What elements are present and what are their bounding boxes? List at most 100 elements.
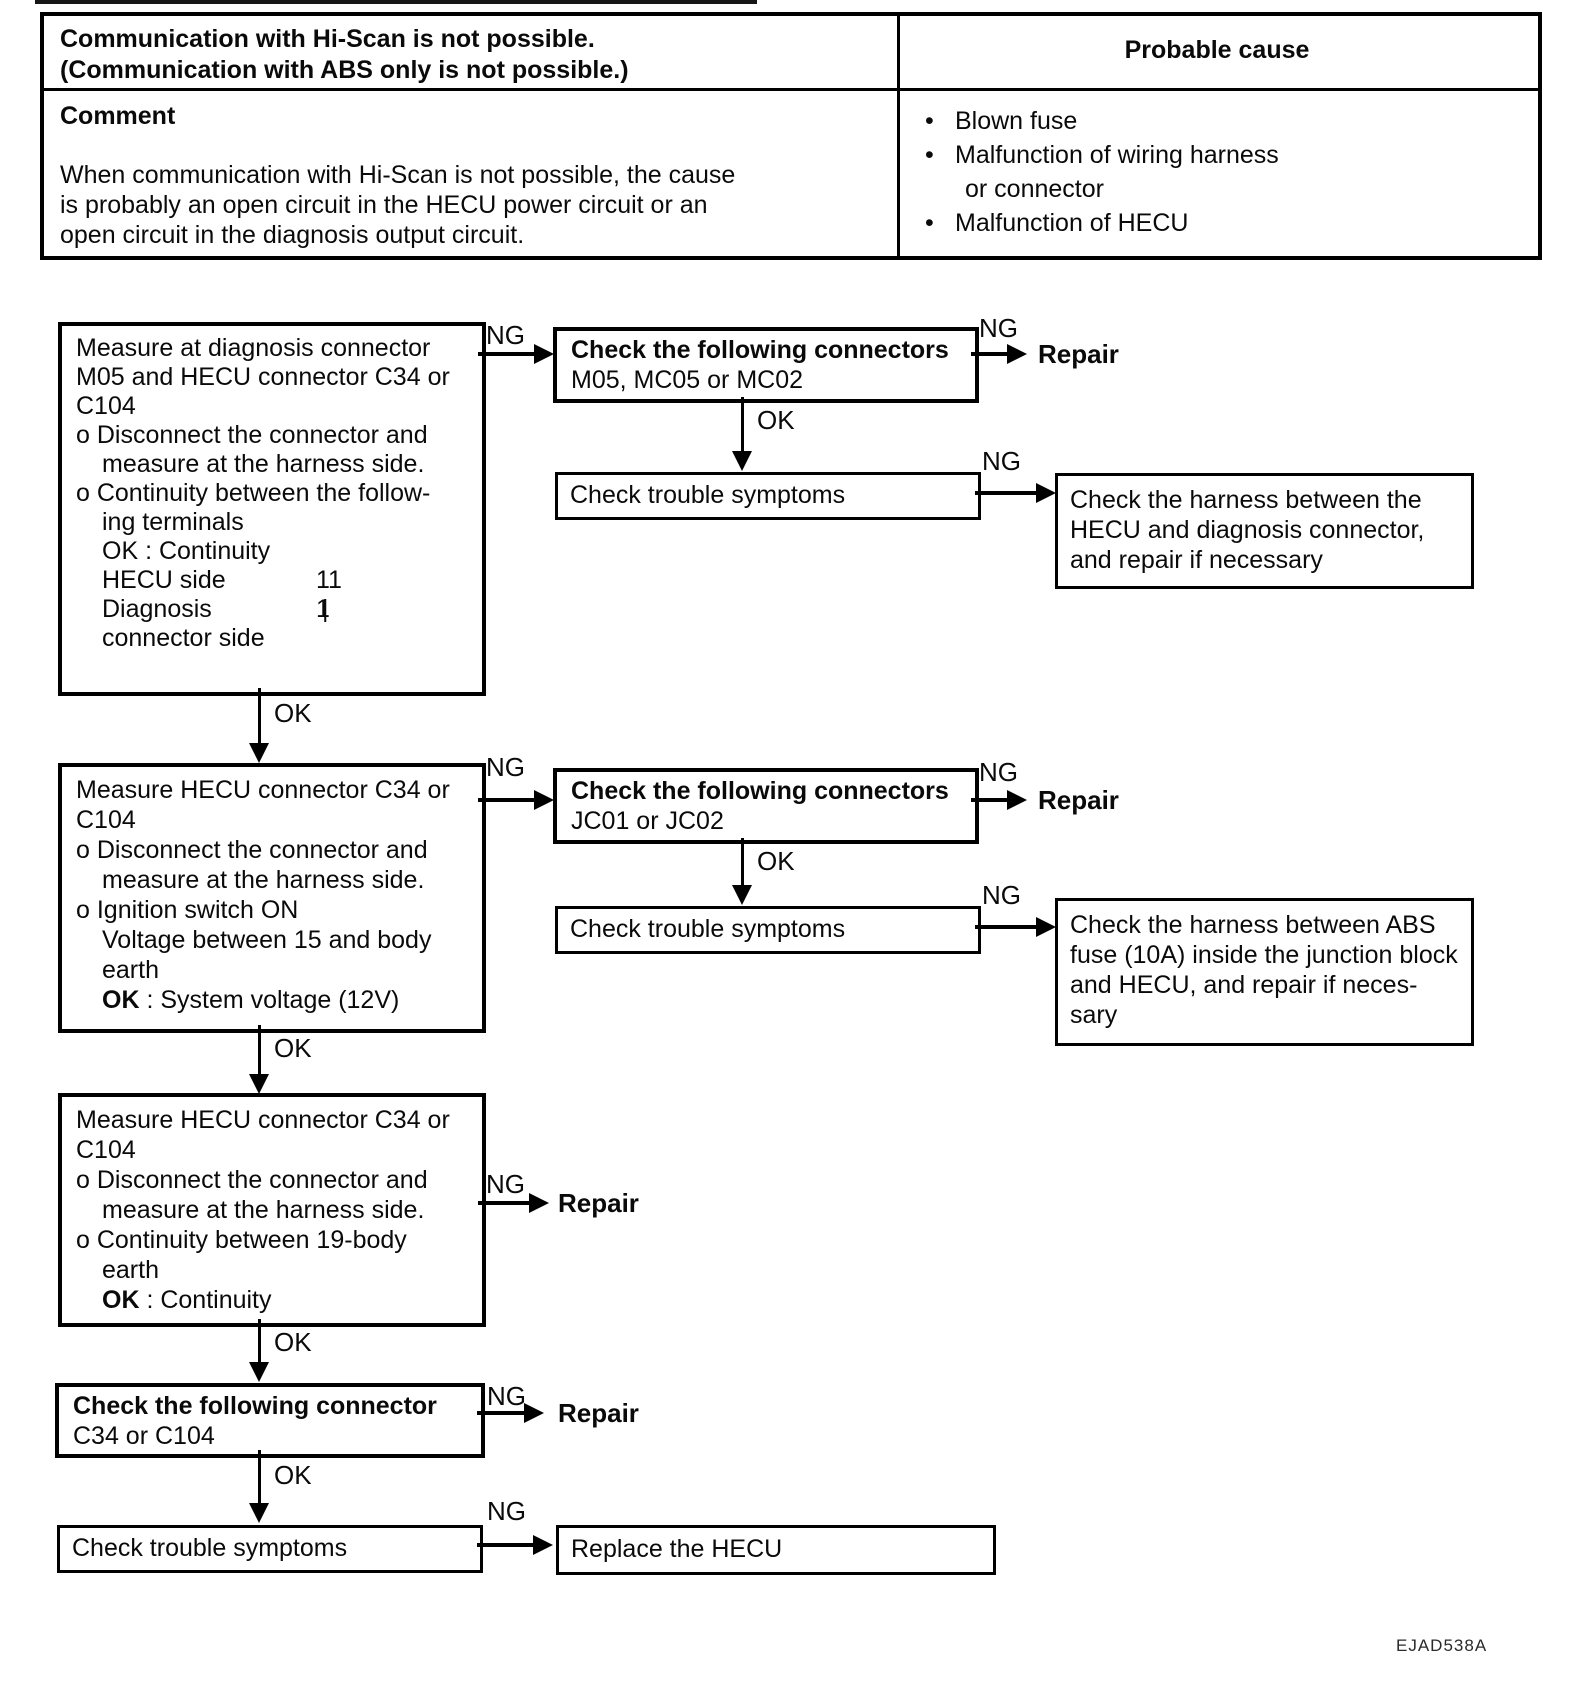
probable-cause-header: Probable cause <box>1124 35 1310 64</box>
repair-label: Repair <box>1038 339 1119 369</box>
flow-box-check-trouble-symptoms-1: Check trouble symptoms <box>555 472 981 520</box>
cause-item: Blown fuse <box>925 104 1279 138</box>
ng-label: NG <box>982 446 1021 476</box>
arrow-e-to-f <box>478 790 554 810</box>
flow-line: OK : Continuity <box>102 537 271 565</box>
repair-label: Repair <box>558 1188 639 1218</box>
flow-line: Voltage between 15 and body <box>102 926 432 954</box>
flow-line: C104 <box>76 806 136 834</box>
flow-line: M05 and HECU connector C34 or <box>76 363 450 391</box>
flow-line: and HECU, and repair if neces- <box>1070 971 1418 999</box>
flow-box-title: Check the following connectors <box>571 777 949 805</box>
terminal-label: Diagnosis <box>102 595 212 623</box>
comment-paragraph: When communication with Hi-Scan is not p… <box>60 160 860 250</box>
ok-result-text: : System voltage (12V) <box>139 986 400 1014</box>
problem-title-line1: Communication with Hi-Scan is not possib… <box>60 25 595 53</box>
flow-box-text: Check trouble symptoms <box>570 481 846 509</box>
arrow-a-to-e <box>249 688 269 763</box>
flow-line: HECU and diagnosis connector, <box>1070 516 1425 544</box>
ng-label: NG <box>487 1381 526 1411</box>
flow-line: o Disconnect the connector and <box>76 836 428 864</box>
summary-table <box>40 12 1542 260</box>
arrow-a-to-b <box>478 344 554 364</box>
flow-line: C104 <box>76 392 136 420</box>
flow-line: o Disconnect the connector and <box>76 1166 428 1194</box>
flow-line: Measure HECU connector C34 or <box>76 1106 450 1134</box>
ok-label: OK <box>757 405 795 435</box>
flow-line: Check the harness between the <box>1070 486 1422 514</box>
terminal-number-hecu: 11 <box>316 566 342 594</box>
comment-line: is probably an open circuit in the HECU … <box>60 191 708 219</box>
arrow-i-to-repair <box>478 1193 549 1213</box>
flow-box-text: Check trouble symptoms <box>72 1534 348 1562</box>
ok-label: OK <box>274 698 312 728</box>
flow-line: o Continuity between 19-body <box>76 1226 407 1254</box>
flow-line: measure at the harness side. <box>102 1196 425 1224</box>
ok-result-label: OK <box>102 986 140 1014</box>
flow-box-title: Check the following connector <box>73 1392 437 1420</box>
flow-box-title: Check the following connectors <box>571 336 949 364</box>
flow-line-ok-result: OK : Continuity <box>76 1285 470 1315</box>
ng-label: NG <box>486 752 525 782</box>
flow-line-terminal-diagnosis: Diagnosis 1 <box>76 595 470 624</box>
terminal-number-diagnosis: 1 <box>316 595 330 623</box>
flow-line-ok-result: OK : System voltage (12V) <box>76 985 470 1015</box>
flow-box-measure-hecu-voltage: Measure HECU connector C34 or C104 o Dis… <box>58 763 486 1033</box>
flow-line: o Continuity between the follow- <box>76 479 431 507</box>
flow-box-subtitle: M05, MC05 or MC02 <box>571 366 804 394</box>
flow-box-measure-hecu-continuity: Measure HECU connector C34 or C104 o Dis… <box>58 1093 486 1327</box>
ok-label: OK <box>274 1327 312 1357</box>
flow-box-check-harness-abs-fuse: Check the harness between ABS fuse (10A)… <box>1055 898 1474 1046</box>
ng-label: NG <box>979 313 1018 343</box>
arrow-f-to-g <box>732 838 752 905</box>
arrow-k-to-l <box>477 1535 553 1555</box>
ok-result-text: : Continuity <box>139 1286 272 1314</box>
flow-box-subtitle: C34 or C104 <box>73 1422 215 1450</box>
flow-box-check-connectors-jc01: Check the following connectors JC01 or J… <box>553 768 979 844</box>
flow-line: Measure HECU connector C34 or <box>76 776 450 804</box>
ok-label: OK <box>274 1033 312 1063</box>
flow-line: and repair if necessary <box>1070 546 1323 574</box>
flow-line: connector side <box>102 624 265 652</box>
arrow-e-to-i <box>249 1025 269 1094</box>
scan-artifact-line <box>35 0 757 4</box>
repair-label: Repair <box>1038 785 1119 815</box>
comment-title: Comment <box>60 102 176 130</box>
cause-item: Malfunction of wiring harness <box>925 138 1279 172</box>
arrow-c-to-d <box>975 483 1056 503</box>
arrow-b-to-repair <box>971 344 1027 364</box>
flow-line: Check the harness between ABS <box>1070 911 1436 939</box>
flow-line-terminal-hecu: HECU side 11 <box>76 566 470 595</box>
ng-label: NG <box>486 320 525 350</box>
flow-line: ing terminals <box>102 508 244 536</box>
flow-box-measure-diagnosis-connector: Measure at diagnosis connector M05 and H… <box>58 322 486 696</box>
flow-line: earth <box>102 1256 159 1284</box>
ng-label: NG <box>486 1169 525 1199</box>
flow-box-text: Replace the HECU <box>571 1535 783 1563</box>
ok-result-label: OK <box>102 1286 140 1314</box>
comment-line: open circuit in the diagnosis output cir… <box>60 221 525 249</box>
comment-line: When communication with Hi-Scan is not p… <box>60 161 736 189</box>
flow-box-check-connectors-m05: Check the following connectors M05, MC05… <box>553 327 979 403</box>
problem-title: Communication with Hi-Scan is not possib… <box>60 24 860 86</box>
arrow-j-to-repair <box>477 1403 544 1423</box>
table-header-separator <box>44 88 1538 91</box>
flow-line: measure at the harness side. <box>102 450 425 478</box>
flow-box-check-trouble-symptoms-2: Check trouble symptoms <box>555 906 981 954</box>
probable-cause-list: Blown fuse Malfunction of wiring harness… <box>925 104 1279 240</box>
table-column-divider <box>897 12 900 260</box>
figure-code: EJAD538A <box>1396 1636 1488 1655</box>
flow-line: measure at the harness side. <box>102 866 425 894</box>
repair-label: Repair <box>558 1398 639 1428</box>
ng-label: NG <box>979 757 1018 787</box>
flow-line: o Ignition switch ON <box>76 896 299 924</box>
flow-box-replace-hecu: Replace the HECU <box>556 1525 996 1575</box>
flow-line: earth <box>102 956 159 984</box>
arrow-j-to-k <box>249 1450 269 1523</box>
flow-box-check-harness-diagnosis: Check the harness between the HECU and d… <box>1055 473 1474 589</box>
flow-line: C104 <box>76 1136 136 1164</box>
flow-box-subtitle: JC01 or JC02 <box>571 807 724 835</box>
problem-title-line2: (Communication with ABS only is not poss… <box>60 56 629 84</box>
terminal-label: HECU side <box>102 566 226 594</box>
